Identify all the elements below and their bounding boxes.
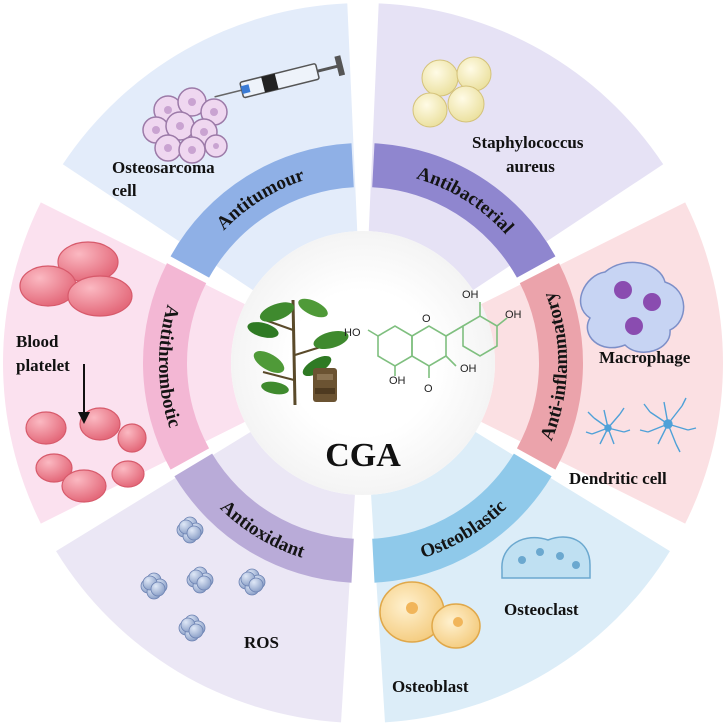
band-anti-inflammatory bbox=[516, 263, 583, 470]
label-aureus: aureus bbox=[506, 157, 555, 176]
blood-platelet-icon bbox=[19, 241, 147, 503]
center-title: CGA bbox=[325, 437, 401, 474]
molecule-label-oh1: OH bbox=[462, 289, 479, 301]
label-ros: ROS bbox=[244, 633, 279, 652]
band-antitumour bbox=[170, 143, 354, 278]
band-antibacterial bbox=[372, 143, 556, 278]
band-antioxidant bbox=[174, 453, 354, 583]
ros-cluster bbox=[178, 614, 206, 642]
cga-molecule-icon bbox=[367, 302, 508, 378]
cga-molecule-labels: HO OH OH OH OH O O bbox=[344, 289, 522, 395]
plant-icon bbox=[247, 298, 349, 406]
macrophage-icon bbox=[579, 261, 685, 353]
center-disc bbox=[231, 231, 495, 495]
ros-cluster bbox=[238, 568, 266, 596]
staphylococcus-icon bbox=[412, 56, 492, 128]
label-blood: Blood bbox=[16, 332, 59, 351]
osteosarcoma-cell-icon bbox=[142, 87, 228, 164]
band-osteoblastic bbox=[372, 453, 552, 583]
label-osteoblast: Osteoblast bbox=[392, 677, 469, 696]
down-arrow-icon bbox=[78, 364, 90, 424]
osteoclast-icon bbox=[501, 536, 591, 579]
band-antithrombotic bbox=[143, 263, 210, 470]
label-osteoclast: Osteoclast bbox=[504, 600, 579, 619]
label-staphylococcus: Staphylococcus bbox=[472, 133, 584, 152]
molecule-label-oh4: OH bbox=[389, 375, 406, 387]
label-platelet: platelet bbox=[16, 356, 70, 375]
molecule-label-o2: O bbox=[424, 383, 433, 395]
label-osteosarcoma: Osteosarcoma bbox=[112, 158, 215, 177]
ros-cluster bbox=[176, 516, 204, 544]
molecule-label-ho: HO bbox=[344, 327, 361, 339]
osteoblast-icon bbox=[379, 581, 481, 649]
molecule-label-o1: O bbox=[422, 313, 431, 325]
ros-cluster bbox=[140, 572, 168, 600]
molecule-label-oh2: OH bbox=[505, 309, 522, 321]
label-macrophage: Macrophage bbox=[599, 348, 691, 367]
dendritic-cell-icon bbox=[585, 397, 697, 453]
label-cell: cell bbox=[112, 181, 137, 200]
molecule-label-oh3: OH bbox=[460, 363, 477, 375]
syringe-icon bbox=[214, 55, 346, 99]
ros-cluster bbox=[186, 566, 214, 594]
label-dendritic-cell: Dendritic cell bbox=[569, 469, 667, 488]
ros-icon bbox=[140, 516, 266, 642]
